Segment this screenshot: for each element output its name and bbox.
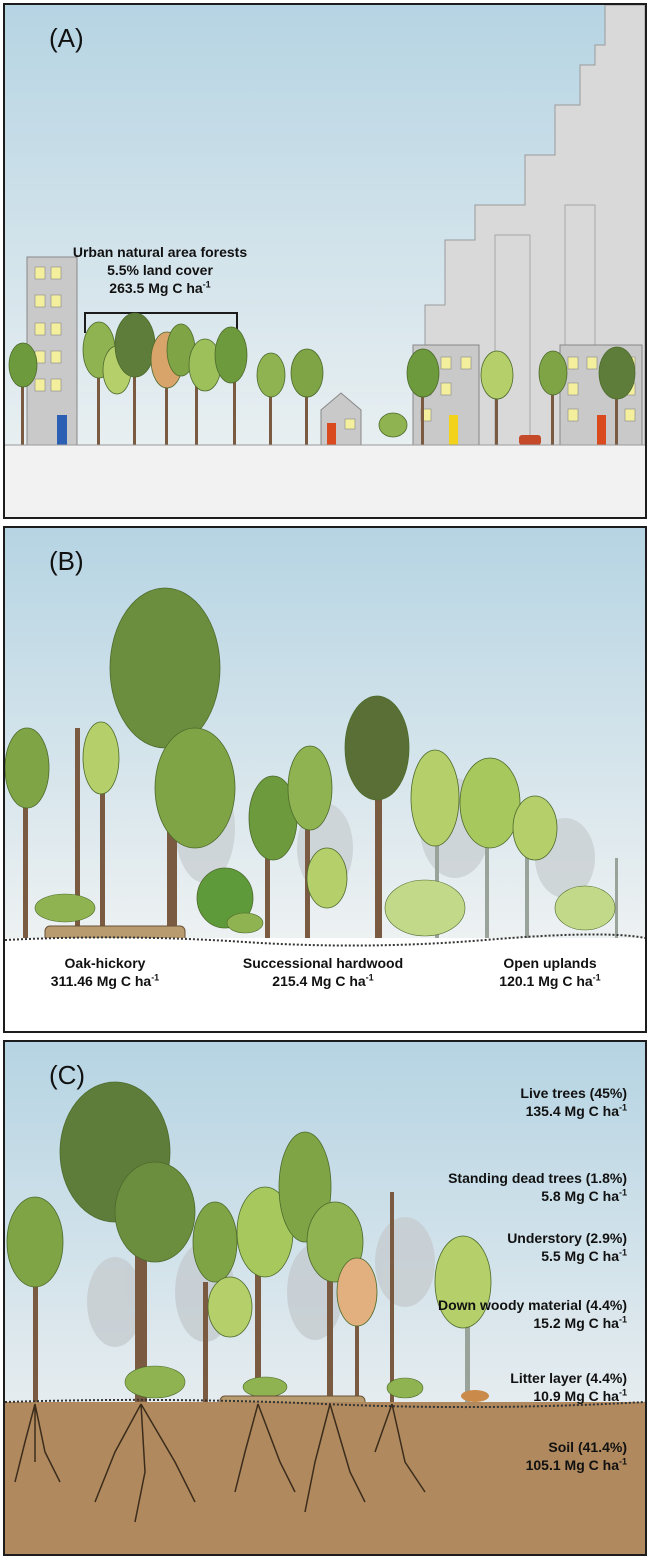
forest-type-carbon: 215.4 Mg C ha-1 (272, 972, 374, 989)
pool-carbon: 5.8 Mg C ha-1 (541, 1187, 627, 1204)
pool-name: Live trees (45%) (520, 1085, 627, 1101)
forest-type-open-uplands: Open uplands 120.1 Mg C ha-1 (475, 954, 625, 990)
panel-c-label: (C) (49, 1060, 86, 1090)
pool-live-trees: Live trees (45%) 135.4 Mg C ha-1 (387, 1084, 627, 1120)
pool-litter-layer: Litter layer (4.4%) 10.9 Mg C ha-1 (387, 1369, 627, 1405)
forest-area-cover: 5.5% land cover (107, 262, 213, 278)
forest-extent-bracket (84, 312, 238, 333)
urban-landscape-illustration (5, 5, 645, 517)
pool-name: Down woody material (4.4%) (437, 1297, 627, 1313)
panel-a-urban: (A) Urban natural area forests 5.5% land… (3, 3, 647, 519)
forest-type-name: Successional hardwood (242, 955, 404, 971)
pool-carbon: 5.5 Mg C ha-1 (541, 1247, 627, 1264)
forest-area-name: Urban natural area forests (72, 244, 248, 260)
panel-a-label: (A) (49, 23, 84, 53)
forest-types-illustration (5, 528, 645, 1031)
pool-carbon: 15.2 Mg C ha-1 (533, 1314, 627, 1331)
carbon-pools-illustration (5, 1042, 645, 1554)
panel-c-carbon-pools: (C) Live trees (45%) 135.4 Mg C ha-1 Sta… (3, 1040, 647, 1556)
pool-down-woody-material: Down woody material (4.4%) 15.2 Mg C ha-… (387, 1296, 627, 1332)
tree-roots (14, 1403, 426, 1523)
pool-name: Understory (2.9%) (507, 1230, 627, 1246)
forest-type-carbon: 120.1 Mg C ha-1 (499, 972, 601, 989)
pool-standing-dead-trees: Standing dead trees (1.8%) 5.8 Mg C ha-1 (387, 1169, 627, 1205)
pool-soil: Soil (41.4%) 105.1 Mg C ha-1 (387, 1438, 627, 1474)
blue-door-icon (57, 415, 67, 445)
pool-carbon: 10.9 Mg C ha-1 (533, 1387, 627, 1404)
pool-understory: Understory (2.9%) 5.5 Mg C ha-1 (387, 1229, 627, 1265)
forest-type-successional-hardwood: Successional hardwood 215.4 Mg C ha-1 (223, 954, 423, 990)
pool-name: Soil (41.4%) (548, 1439, 627, 1455)
pool-carbon: 135.4 Mg C ha-1 (525, 1102, 627, 1119)
forest-type-name: Oak-hickory (64, 955, 146, 971)
panel-b-label: (B) (49, 546, 84, 576)
forest-type-carbon: 311.46 Mg C ha-1 (50, 972, 160, 989)
pool-name: Standing dead trees (1.8%) (448, 1170, 627, 1186)
pool-name: Litter layer (4.4%) (510, 1370, 627, 1386)
forest-area-label: Urban natural area forests 5.5% land cov… (65, 243, 255, 297)
forest-type-name: Open uplands (503, 955, 597, 971)
urban-trees (8, 312, 636, 445)
forest-type-oak-hickory: Oak-hickory 311.46 Mg C ha-1 (40, 954, 170, 990)
forest-area-carbon: 263.5 Mg C ha-1 (109, 279, 211, 296)
pool-carbon: 105.1 Mg C ha-1 (525, 1456, 627, 1473)
panel-b-forest-types: (B) Oak-hickory 311.46 Mg C ha-1 Success… (3, 526, 647, 1033)
